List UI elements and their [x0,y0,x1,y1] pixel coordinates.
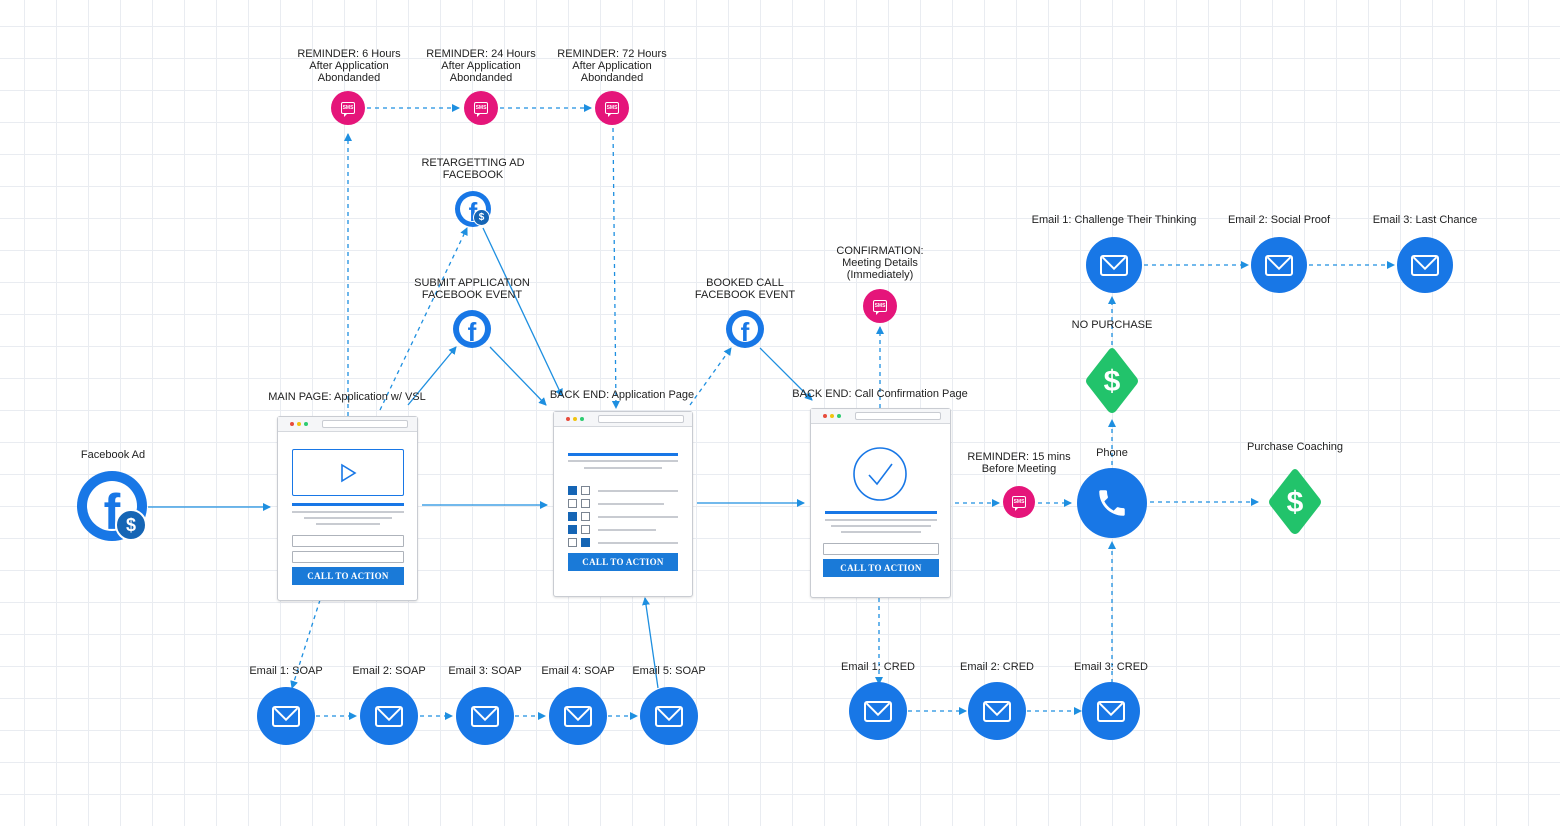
phone-node [1077,468,1147,538]
facebook-ad-label: Facebook Ad [80,449,146,461]
main-page-card: CALL TO ACTION [277,416,418,601]
sms-icon: SMS [341,102,355,117]
confirmation-sms-label: CONFIRMATION: Meeting Details (Immediate… [836,245,924,281]
reminder-1-label: REMINDER: 6 Hours After Application Abon… [297,48,401,84]
envelope-icon [983,700,1011,722]
video-player[interactable] [292,449,404,496]
link-soap5-to-app [642,597,659,689]
reminder-2-label: REMINDER: 24 Hours After Application Abo… [426,48,536,84]
envelope-icon [655,705,683,727]
envelope-icon [1265,254,1293,276]
envelope-icon [471,705,499,727]
followup-email-3-node [1397,237,1453,293]
soap-email-4-label: Email 4: SOAP [541,665,615,677]
soap-email-3-node [456,687,514,745]
retargeting-ad-node: f $ [455,191,491,227]
link-main-to-submit [407,346,457,406]
envelope-icon [1411,254,1439,276]
soap-email-5-label: Email 5: SOAP [632,665,706,677]
no-purchase-label: NO PURCHASE [1071,319,1153,331]
envelope-icon [375,705,403,727]
confirm-page-label: BACK END: Call Confirmation Page [792,388,968,400]
envelope-icon [564,705,592,727]
confirm-page-card: CALL TO ACTION [810,408,951,598]
meeting-reminder-label: REMINDER: 15 mins Before Meeting [967,451,1071,475]
followup-email-3-label: Email 3: Last Chance [1372,214,1478,226]
form-field-1[interactable] [292,535,404,547]
submit-event-label: SUBMIT APPLICATION FACEBOOK EVENT [414,277,530,301]
link-app-to-booked [689,347,732,406]
cred-email-1-node [849,682,907,740]
sms-reminder-1-node: SMS [331,91,365,125]
dollar-icon: $ [473,209,490,226]
main-cta-button[interactable]: CALL TO ACTION [292,567,404,585]
soap-email-3-label: Email 3: SOAP [448,665,522,677]
envelope-icon [1100,254,1128,276]
no-purchase-dollar-icon: $ [1086,348,1138,413]
sms-icon: SMS [474,102,488,117]
sms-reminder-3-node: SMS [595,91,629,125]
facebook-icon: f [726,310,764,348]
dollar-icon: $ [115,509,147,541]
cred-email-3-node [1082,682,1140,740]
app-page-card: CALL TO ACTION [553,411,693,597]
reminder-3-label: REMINDER: 72 Hours After Application Abo… [557,48,667,84]
purchase-label: Purchase Coaching [1246,441,1344,453]
link-rem3-to-app [611,127,620,409]
link-booked-to-confirm [759,347,813,401]
app-cta-button[interactable]: CALL TO ACTION [568,553,678,571]
followup-email-1-label: Email 1: Challenge Their Thinking [1031,214,1197,226]
soap-email-2-label: Email 2: SOAP [352,665,426,677]
envelope-icon [272,705,300,727]
checkmark-icon [853,447,907,501]
sms-icon: SMS [873,300,887,315]
followup-email-1-node [1086,237,1142,293]
phone-label: Phone [1096,447,1128,459]
facebook-ad-node: f $ [77,471,147,541]
sms-meeting-reminder-node: SMS [1003,486,1035,518]
cred-email-1-label: Email 1: CRED [841,661,915,673]
sms-reminder-2-node: SMS [464,91,498,125]
play-icon [341,463,357,482]
svg-text:$: $ [1104,365,1121,398]
soap-email-2-node [360,687,418,745]
link-main-to-retarget [379,227,468,411]
soap-email-5-node [640,687,698,745]
soap-email-1-node [257,687,315,745]
followup-email-2-node [1251,237,1307,293]
retargeting-label: RETARGETTING AD FACEBOOK [421,157,525,181]
sms-icon: SMS [1012,496,1026,511]
svg-text:$: $ [1287,486,1304,519]
main-page-label: MAIN PAGE: Application w/ VSL [268,391,426,403]
form-field-2[interactable] [292,551,404,563]
cred-email-3-label: Email 3: CRED [1074,661,1148,673]
envelope-icon [864,700,892,722]
purchase-dollar-icon: $ [1269,469,1321,534]
facebook-icon: f [453,310,491,348]
soap-email-4-node [549,687,607,745]
cred-email-2-node [968,682,1026,740]
app-page-label: BACK END: Application Page [549,389,695,401]
link-retarget-to-app [482,227,563,397]
booked-event-label: BOOKED CALL FACEBOOK EVENT [694,277,796,301]
followup-email-2-label: Email 2: Social Proof [1227,214,1331,226]
envelope-icon [1097,700,1125,722]
confirm-cta-button[interactable]: CALL TO ACTION [823,559,939,577]
sms-confirmation-node: SMS [863,289,897,323]
phone-icon [1099,490,1125,516]
cred-email-2-label: Email 2: CRED [960,661,1034,673]
link-submit-to-app [489,346,547,406]
sms-icon: SMS [605,102,619,117]
confirm-field[interactable] [823,543,939,555]
soap-email-1-label: Email 1: SOAP [249,665,323,677]
